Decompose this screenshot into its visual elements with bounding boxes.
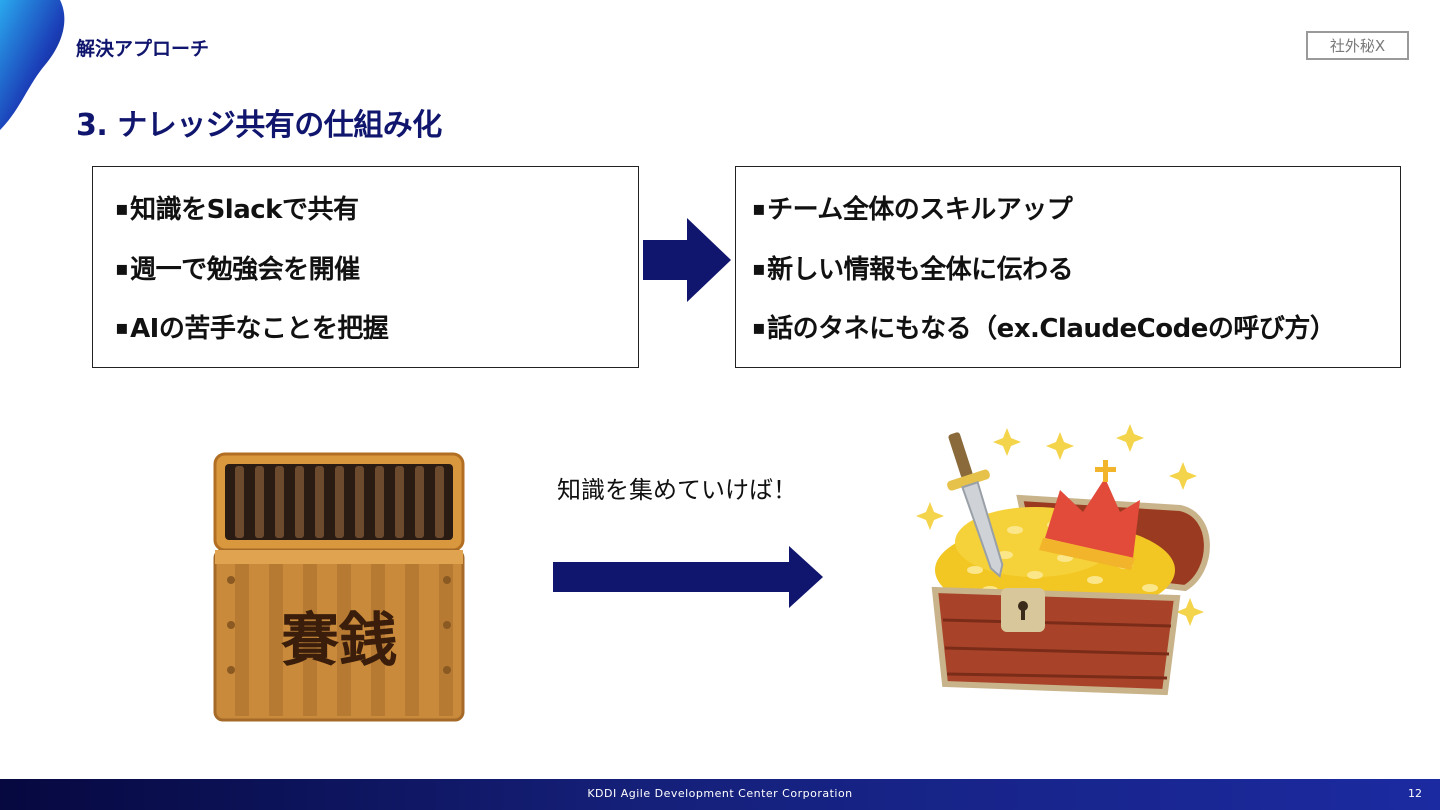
slide-title: 3. ナレッジ共有の仕組み化 — [76, 100, 442, 144]
corner-decoration — [0, 0, 70, 130]
treasure-chest-icon — [915, 420, 1225, 710]
offering-box-icon: 賽銭 — [205, 450, 473, 725]
caption: 知識を集めていけば！ — [557, 470, 797, 505]
section-label: 解決アプローチ — [76, 34, 209, 61]
list-item: ▪週一で勉強会を開催 — [115, 249, 360, 286]
list-item: ▪話のタネにもなる（ex.ClaudeCodeの呼び方） — [752, 308, 1335, 345]
bullet: ▪ — [752, 256, 765, 280]
bullet: ▪ — [752, 315, 765, 339]
bullet: ▪ — [115, 256, 128, 280]
bullet: ▪ — [115, 315, 128, 339]
list-item: ▪新しい情報も全体に伝わる — [752, 249, 1073, 286]
actions-box: ▪知識をSlackで共有 ▪週一で勉強会を開催 ▪AIの苦手なことを把握 — [92, 166, 639, 368]
offering-box-label: 賽銭 — [281, 606, 397, 674]
footer-company: KDDI Agile Development Center Corporatio… — [0, 787, 1440, 800]
list-item: ▪チーム全体のスキルアップ — [752, 189, 1072, 226]
footer-bar: KDDI Agile Development Center Corporatio… — [0, 779, 1440, 810]
long-right-arrow-icon — [553, 546, 823, 608]
confidential-badge: 社外秘X — [1306, 31, 1409, 60]
results-box: ▪チーム全体のスキルアップ ▪新しい情報も全体に伝わる ▪話のタネにもなる（ex… — [735, 166, 1401, 368]
bullet: ▪ — [752, 196, 765, 220]
list-item: ▪知識をSlackで共有 — [115, 189, 358, 226]
bullet: ▪ — [115, 196, 128, 220]
page-number: 12 — [1408, 787, 1422, 800]
list-item: ▪AIの苦手なことを把握 — [115, 308, 388, 345]
right-arrow-icon — [643, 218, 731, 302]
